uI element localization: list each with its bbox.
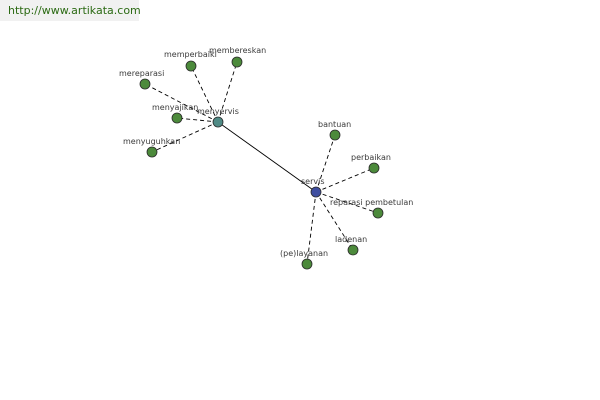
edge-servis-reparasi-pembetulan <box>315 191 379 214</box>
node-ladenan[interactable] <box>347 244 359 256</box>
edge-menyervis-memperbaiki <box>190 65 219 123</box>
node-label-mereparasi[interactable]: mereparasi <box>119 69 164 78</box>
node-memperbaiki[interactable] <box>185 60 197 72</box>
node-label-ladenan[interactable]: ladenan <box>335 235 367 244</box>
node-label-reparasi-pembetulan[interactable]: reparasi pembetulan <box>330 198 413 207</box>
edge-servis-perbaikan <box>315 167 375 193</box>
edge-servis-bantuan <box>315 134 336 193</box>
node-servis[interactable] <box>310 186 322 198</box>
node-menyuguhkan[interactable] <box>146 146 158 158</box>
node-label-memperbaiki[interactable]: memperbaiki <box>164 50 217 59</box>
edge-menyervis-membereskan <box>217 61 238 123</box>
node-label-pelayanan[interactable]: (pe)layanan <box>280 249 328 258</box>
edge-servis-ladenan <box>315 191 354 251</box>
node-membereskan[interactable] <box>231 56 243 68</box>
edges-layer <box>144 61 379 265</box>
edge-servis-menyervis <box>217 121 317 193</box>
node-menyervis[interactable] <box>212 116 224 128</box>
node-mereparasi[interactable] <box>139 78 151 90</box>
node-label-menyuguhkan[interactable]: menyuguhkan <box>123 137 180 146</box>
edge-servis-pelayanan <box>306 191 317 265</box>
edge-menyervis-menyuguhkan <box>151 121 219 153</box>
node-label-bantuan[interactable]: bantuan <box>318 120 351 129</box>
node-bantuan[interactable] <box>329 129 341 141</box>
nodes-layer <box>139 56 384 270</box>
node-label-menyajikan[interactable]: menyajikan <box>152 103 198 112</box>
node-label-perbaikan[interactable]: perbaikan <box>351 153 391 162</box>
node-perbaikan[interactable] <box>368 162 380 174</box>
node-label-servis[interactable]: servis <box>301 177 325 186</box>
node-label-membereskan[interactable]: membereskan <box>209 46 266 55</box>
node-menyajikan[interactable] <box>171 112 183 124</box>
source-url-label[interactable]: http://www.artikata.com <box>0 0 141 21</box>
node-label-menyervis[interactable]: menyervis <box>197 107 239 116</box>
node-reparasi-pembetulan[interactable] <box>372 207 384 219</box>
node-pelayanan[interactable] <box>301 258 313 270</box>
